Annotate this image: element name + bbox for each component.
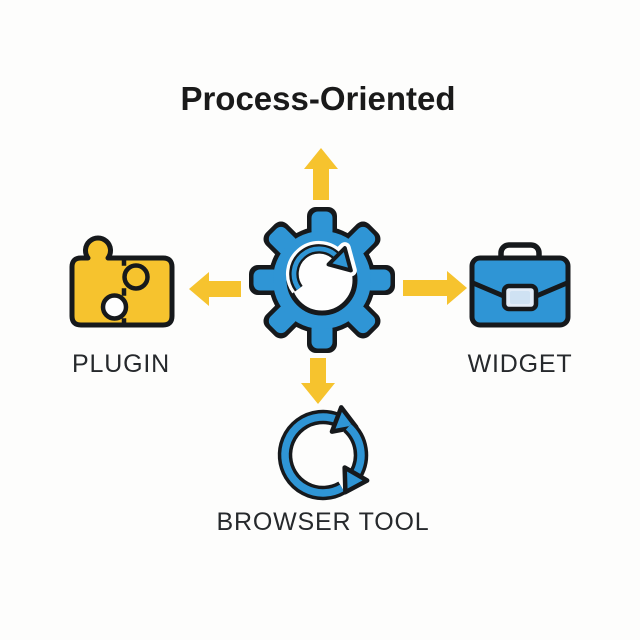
plugin-label: PLUGIN (72, 350, 170, 378)
refresh-arc-small (342, 421, 370, 495)
arrow-up-icon (304, 148, 338, 200)
browser-tool-label: BROWSER TOOL (216, 508, 430, 536)
arrow-right-icon (403, 271, 467, 305)
circular-refresh-icon (277, 405, 370, 501)
puzzle-piece-icon (69, 235, 175, 328)
briefcase-clasp-inner (510, 291, 530, 304)
briefcase-icon (469, 242, 571, 328)
arrow-down-icon (301, 358, 335, 404)
puzzle-socket (100, 293, 129, 321)
puzzle-knob (122, 263, 150, 291)
diagram-title: Process-Oriented (180, 80, 456, 117)
gear-icon (249, 207, 395, 353)
widget-label: WIDGET (467, 350, 573, 378)
rotation-arrow-icon (285, 240, 357, 294)
puzzle-body (69, 235, 175, 328)
briefcase-flap-line (470, 280, 570, 300)
arrow-left-icon (189, 272, 241, 306)
